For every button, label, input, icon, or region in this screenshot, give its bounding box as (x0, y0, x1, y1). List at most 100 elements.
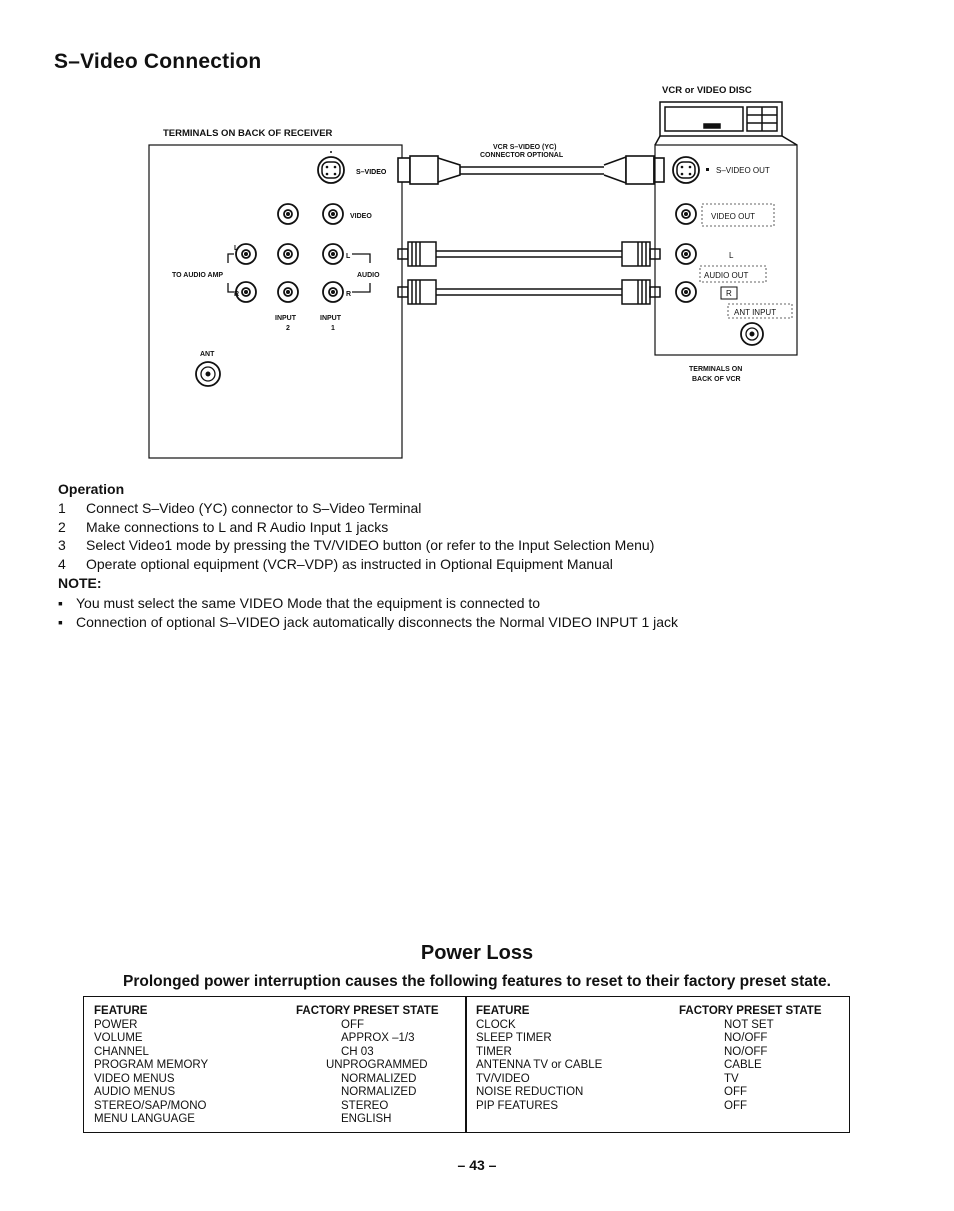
step-text: Make connections to L and R Audio Input … (86, 518, 389, 535)
table-cell: TV (724, 1072, 739, 1085)
table-cell: ANTENNA TV or CABLE (476, 1059, 603, 1071)
operation-heading: Operation (58, 481, 125, 497)
table-cell: STEREO/SAP/MONO (94, 1099, 207, 1112)
preset-table: FEATURE POWER VOLUME CHANNEL PROGRAM MEM… (83, 996, 850, 1133)
step-number: 4 (58, 555, 66, 572)
power-loss-title: Power Loss (420, 942, 534, 964)
step-number: 2 (58, 518, 66, 535)
table-cell: AUDIO MENUS (94, 1086, 176, 1098)
table-cell: VOLUME (94, 1032, 143, 1044)
vcr-label: VCR or VIDEO DISC (662, 85, 752, 96)
table-cell: PROGRAM MEMORY (94, 1059, 209, 1071)
vcr-svideo-out-label: S–VIDEO OUT (716, 166, 770, 175)
table-cell: CABLE (724, 1059, 762, 1071)
operation-step: 3 Select Video1 mode by pressing the TV/V… (58, 536, 654, 555)
receiver-audio-label: AUDIO (357, 272, 380, 279)
table-divider (465, 997, 467, 1132)
vcr-r-label: R (726, 289, 732, 298)
receiver-ant-label: ANT (200, 351, 215, 358)
bullet-icon: ▪ (58, 595, 63, 611)
input1-label-b: 1 (331, 325, 335, 332)
table-cell: NO/OFF (724, 1045, 768, 1058)
svideo-cable (397, 155, 665, 185)
vcr-l-label: L (729, 251, 734, 260)
column-header: FEATURE (476, 1005, 530, 1017)
input2-label-a: INPUT (275, 315, 297, 322)
vcr-rca-jacks (675, 203, 697, 303)
note-item: ▪ You must select the same VIDEO Mode tha… (58, 594, 678, 613)
power-loss-subtitle: Prolonged power interruption causes the … (123, 973, 831, 990)
step-number: 1 (58, 500, 66, 516)
table-cell: TV/VIDEO (476, 1072, 530, 1085)
note-text: You must select the same VIDEO Mode that… (76, 595, 541, 611)
table-cell: NORMALIZED (341, 1086, 417, 1098)
receiver-r-right: R (346, 291, 351, 298)
bullet-icon: ▪ (58, 613, 63, 630)
receiver-label: TERMINALS ON BACK OF RECEIVER (163, 128, 333, 139)
receiver-svideo-jack (317, 151, 345, 184)
to-audio-amp-label: TO AUDIO AMP (172, 272, 223, 279)
step-text: Select Video1 mode by pressing the TV/VI… (86, 537, 655, 553)
note-item: ▪ Connection of optional S–VIDEO jack aut… (58, 613, 678, 632)
connection-diagram: TERMINALS ON BACK OF RECEIVER VCR or VID… (148, 85, 798, 459)
table-cell: MENU LANGUAGE (94, 1113, 195, 1125)
table-cell: NORMALIZED (341, 1072, 417, 1085)
vcr-svideo-jack (672, 156, 709, 184)
receiver-rca-jacks (235, 203, 344, 303)
receiver-r-left: R (234, 291, 239, 298)
left-state-column: FACTORY PRESET STATE OFF APPROX –1/3 CH … (296, 1005, 439, 1127)
table-cell: CHANNEL (94, 1045, 149, 1058)
operation-step: 1 Connect S–Video (YC) connector to S–Vid… (58, 499, 654, 518)
page-title: S–Video Connection (54, 50, 262, 73)
connector-label-2: CONNECTOR OPTIONAL (480, 152, 564, 159)
operation-steps: 1 Connect S–Video (YC) connector to S–Vid… (58, 499, 654, 573)
right-state-column: FACTORY PRESET STATE NOT SET NO/OFF NO/O… (679, 1005, 822, 1113)
table-cell: UNPROGRAMMED (326, 1059, 428, 1071)
page-number: – 43 – (457, 1157, 497, 1173)
receiver-l-left: L (234, 245, 239, 252)
vcr-terminals-label-1: TERMINALS ON (689, 366, 742, 373)
receiver-l-right: L (346, 253, 351, 260)
input1-label-a: INPUT (320, 315, 342, 322)
operation-step: 2 Make connections to L and R Audio Input… (58, 518, 654, 537)
table-cell: PIP FEATURES (476, 1099, 559, 1112)
vcr-ant-input-label: ANT INPUT (734, 308, 776, 317)
note-items: ▪ You must select the same VIDEO Mode tha… (58, 594, 678, 631)
table-cell: OFF (341, 1018, 364, 1031)
table-cell: OFF (724, 1099, 747, 1112)
table-cell: NOT SET (724, 1018, 774, 1031)
vcr-terminals-label-2: BACK OF VCR (692, 376, 741, 383)
vcr-video-out-label: VIDEO OUT (711, 212, 755, 221)
table-cell: POWER (94, 1018, 138, 1031)
receiver-ant-jack (195, 361, 221, 387)
table-cell: ENGLISH (341, 1113, 392, 1125)
table-cell: CH 03 (341, 1045, 374, 1058)
receiver-svideo-label: S–VIDEO (356, 169, 387, 176)
table-cell: NOISE REDUCTION (476, 1086, 584, 1098)
table-cell: NO/OFF (724, 1032, 768, 1044)
left-feature-column: FEATURE POWER VOLUME CHANNEL PROGRAM MEM… (94, 1005, 208, 1127)
connector-label-1: VCR S–VIDEO (YC) (493, 144, 556, 151)
receiver-video-label: VIDEO (350, 213, 372, 220)
input2-label-b: 2 (286, 325, 290, 332)
audio-cable-r (397, 279, 661, 305)
table-cell: APPROX –1/3 (341, 1032, 415, 1044)
receiver-panel (148, 144, 403, 459)
audio-cable-l (397, 241, 661, 267)
step-text: Connect S–Video (YC) connector to S–Vide… (86, 500, 422, 516)
vcr-unit (654, 101, 798, 146)
note-text: Connection of optional S–VIDEO jack auto… (76, 613, 679, 630)
table-cell: VIDEO MENUS (94, 1072, 175, 1085)
column-header: FEATURE (94, 1005, 148, 1017)
table-cell: TIMER (476, 1045, 512, 1058)
vcr-panel (654, 144, 798, 356)
step-number: 3 (58, 537, 66, 553)
vcr-audio-out-label: AUDIO OUT (704, 271, 749, 280)
column-header: FACTORY PRESET STATE (296, 1005, 439, 1017)
right-feature-column: FEATURE CLOCK SLEEP TIMER TIMER ANTENNA … (476, 1005, 602, 1113)
column-header: FACTORY PRESET STATE (679, 1005, 822, 1017)
table-cell: OFF (724, 1086, 747, 1098)
table-cell: SLEEP TIMER (476, 1032, 552, 1044)
note-heading: NOTE: (58, 575, 102, 591)
